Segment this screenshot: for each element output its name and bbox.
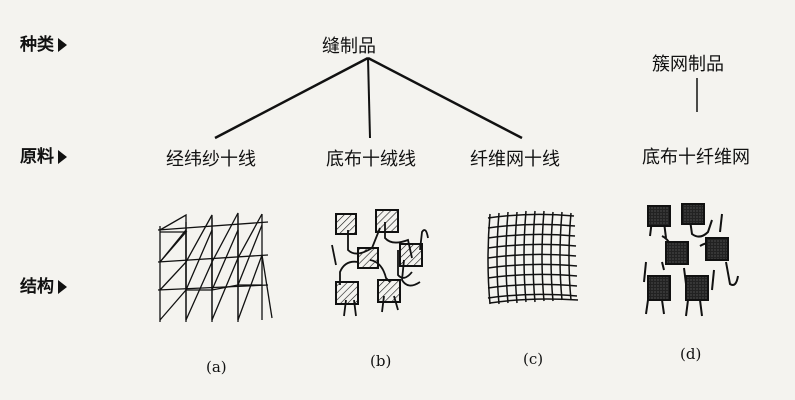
- caption-b: (b): [370, 352, 392, 370]
- caption-c: (c): [523, 350, 544, 368]
- branch-line-c: [367, 56, 523, 140]
- row-label-kind: 种类: [20, 30, 67, 55]
- caption-a: (a): [206, 358, 227, 376]
- structure-d-fiber-tufts: [643, 203, 739, 317]
- kind-tufted-net-products: 簇网制品: [652, 54, 724, 75]
- right-arrow-icon: [58, 280, 67, 294]
- row-label-kind-text: 种类: [20, 35, 54, 55]
- branch-line-a: [214, 56, 369, 140]
- material-d: 底布十纤维网: [642, 147, 750, 168]
- row-label-structure-text: 结构: [20, 277, 54, 297]
- row-label-material: 原料: [20, 142, 67, 167]
- kind-stitch-products: 缝制品: [322, 36, 376, 57]
- structure-b-pile-tufts: [331, 209, 429, 317]
- row-label-structure: 结构: [20, 272, 67, 297]
- right-arrow-icon: [58, 38, 67, 52]
- right-arrow-icon: [58, 150, 67, 164]
- branch-line-b: [367, 57, 371, 139]
- material-c: 纤维网十线: [470, 149, 560, 170]
- row-label-material-text: 原料: [20, 147, 54, 167]
- structure-a-stitch-lattice: [157, 212, 273, 322]
- structure-c-fiber-web-grid: [487, 210, 579, 305]
- caption-d: (d): [680, 345, 702, 363]
- material-b: 底布十绒线: [326, 149, 416, 170]
- material-a: 经纬纱十线: [166, 149, 256, 170]
